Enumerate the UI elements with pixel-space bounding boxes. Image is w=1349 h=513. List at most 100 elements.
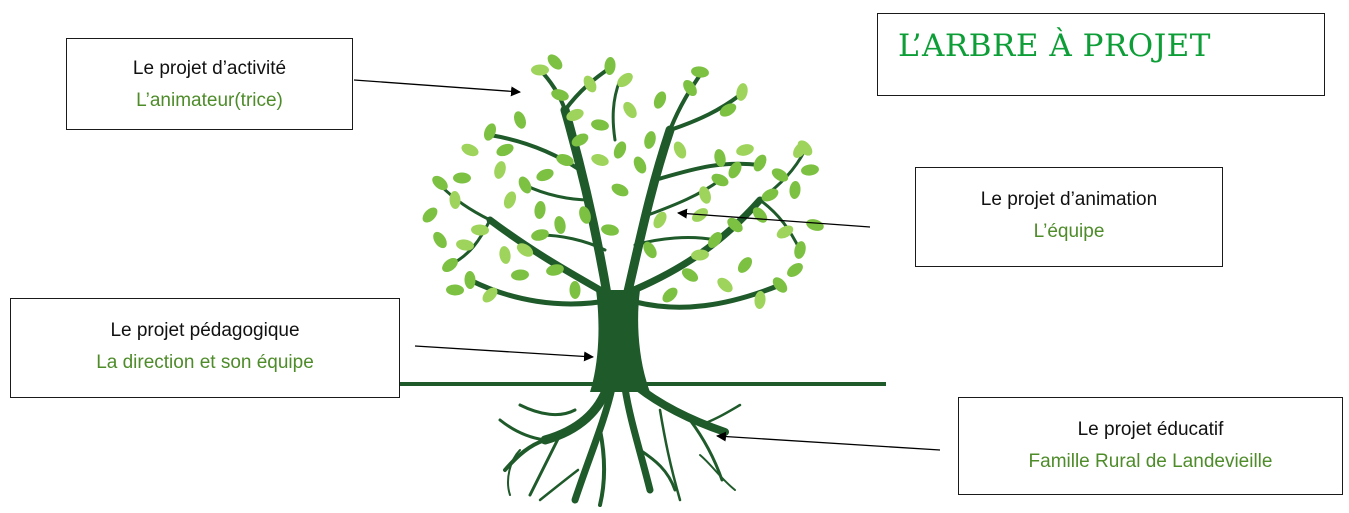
leaf (556, 154, 574, 166)
leaf (483, 123, 497, 141)
leaf (453, 172, 471, 184)
leaf (531, 64, 549, 76)
leaf (471, 224, 489, 236)
leaf (571, 133, 589, 147)
leaf (771, 168, 789, 182)
arrow-pedagogique (414, 345, 594, 362)
leaf (547, 54, 563, 70)
leaf (727, 217, 743, 233)
leaf (708, 232, 722, 248)
leaf (617, 72, 633, 88)
leaf (551, 89, 569, 101)
leaf (662, 287, 678, 303)
leaf (699, 186, 711, 204)
leaf (442, 257, 458, 273)
leaf (422, 207, 438, 223)
label-box-animation: Le projet d’animation L’équipe (915, 167, 1223, 267)
leaf (754, 291, 766, 309)
label-box-activite: Le projet d’activité L’animateur(trice) (66, 38, 353, 130)
leaf (714, 149, 726, 167)
leaf (719, 103, 737, 117)
leaf (673, 141, 687, 159)
leaf (717, 277, 733, 293)
leaf (737, 257, 753, 273)
leaf (579, 206, 591, 224)
leaf (797, 140, 813, 156)
leaf (446, 284, 464, 296)
diagram-title: L’ARBRE À PROJET (898, 28, 1211, 64)
leaf (591, 154, 609, 166)
title-box: L’ARBRE À PROJET (877, 13, 1325, 96)
label-pedagogique-subtitle: La direction et son équipe (96, 352, 314, 373)
tree-roots (498, 380, 742, 507)
leaf (482, 287, 498, 303)
leaf (633, 156, 647, 174)
label-box-pedagogique: Le projet pédagogique La direction et so… (10, 298, 400, 398)
leaf (591, 119, 609, 131)
leaf (711, 173, 729, 187)
label-activite-title: Le projet d’activité (132, 58, 287, 79)
leaf (546, 264, 564, 276)
leaf (433, 231, 447, 249)
leaf (449, 191, 461, 209)
leaf (683, 79, 697, 97)
connector-arrows (353, 79, 941, 451)
leaf (503, 191, 517, 209)
label-animation-subtitle: L’équipe (1033, 221, 1105, 242)
leaf (736, 144, 754, 156)
tree-trunk (590, 290, 650, 392)
leaf (496, 143, 514, 157)
leaf (514, 111, 526, 129)
tree-leaves (422, 54, 824, 309)
arrow-activite (353, 79, 521, 97)
leaf (531, 229, 549, 241)
leaf (623, 101, 637, 119)
leaf (583, 75, 597, 93)
leaf (569, 281, 581, 299)
arrow-animation (677, 208, 871, 228)
leaf (604, 57, 616, 75)
arrow-educatif (716, 431, 941, 451)
leaf (776, 225, 794, 239)
leaf (794, 241, 806, 259)
label-pedagogique-title: Le projet pédagogique (110, 320, 300, 341)
leaf (456, 239, 474, 251)
leaf (464, 271, 476, 289)
leaf (789, 181, 801, 199)
label-box-educatif: Le projet éducatif Famille Rural de Land… (958, 397, 1343, 495)
leaf (772, 277, 788, 293)
leaf (644, 131, 656, 149)
leaf (536, 168, 554, 182)
leaf (753, 154, 767, 172)
leaf (787, 263, 803, 277)
leaf (806, 219, 824, 231)
leaf (516, 243, 534, 257)
label-educatif-subtitle: Famille Rural de Landevieille (1028, 451, 1273, 472)
label-activite-subtitle: L’animateur(trice) (136, 90, 283, 111)
leaf (494, 161, 506, 179)
label-educatif-title: Le projet éducatif (1077, 419, 1224, 440)
leaf (518, 176, 532, 194)
leaf (499, 246, 511, 264)
leaf (643, 241, 657, 259)
leaf (736, 83, 748, 101)
leaf (691, 66, 709, 78)
leaf (511, 269, 529, 281)
leaf (801, 164, 819, 176)
leaf (761, 188, 779, 202)
leaf (566, 108, 584, 122)
leaf (554, 216, 566, 234)
leaf (691, 249, 709, 261)
leaf (653, 211, 667, 229)
label-animation-title: Le projet d’animation (980, 189, 1158, 210)
leaf (601, 224, 619, 236)
leaf (611, 183, 629, 197)
leaf (534, 201, 546, 219)
leaf (461, 143, 479, 157)
leaf (681, 268, 699, 282)
leaf (728, 161, 742, 179)
leaf (432, 175, 448, 191)
leaf (613, 141, 627, 159)
leaf (653, 91, 667, 109)
